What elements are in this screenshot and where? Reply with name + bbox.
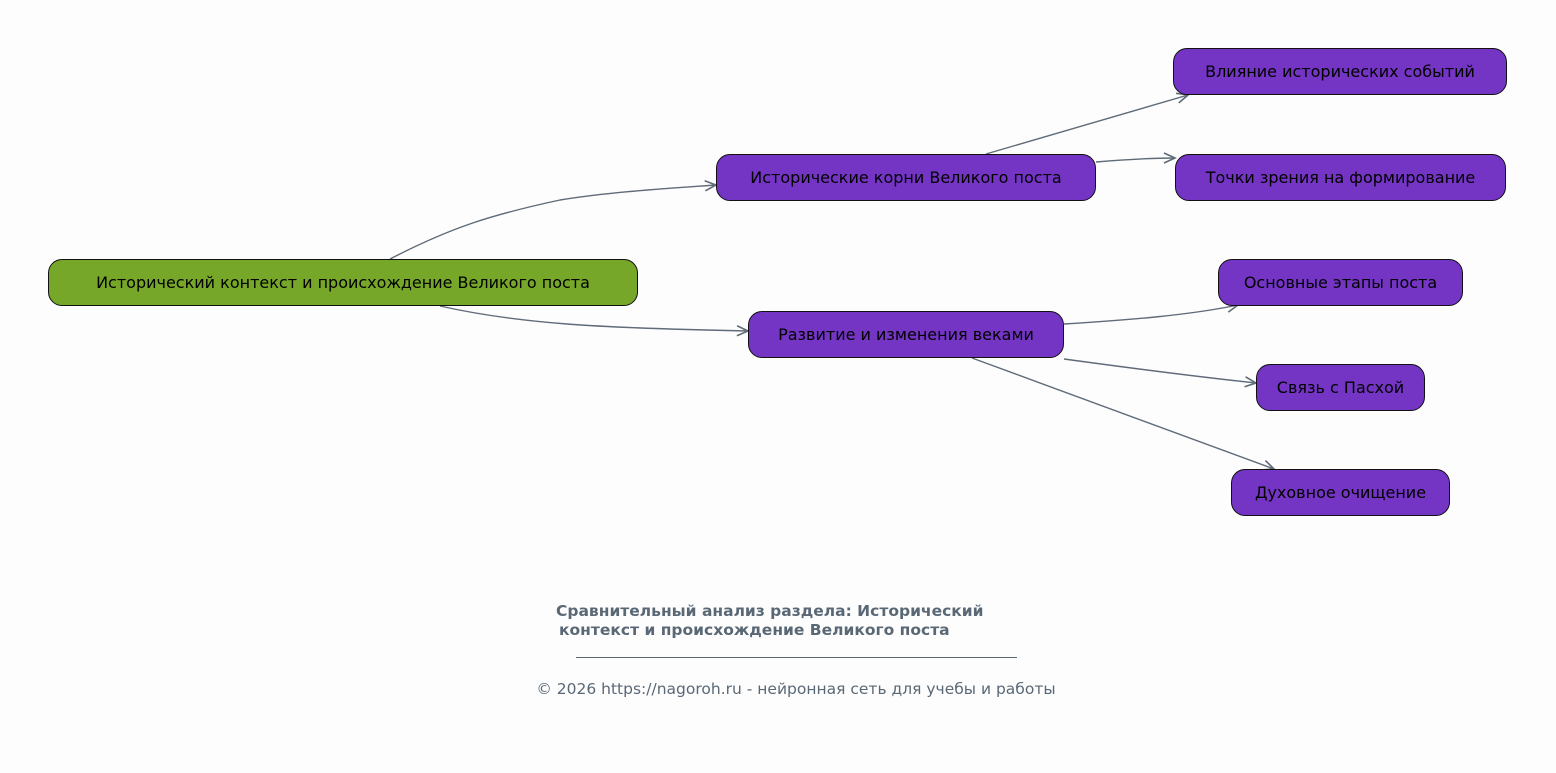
- leaf-node[interactable]: Основные этапы поста: [1218, 259, 1463, 306]
- footer-title-line2: контекст и происхождение Великого поста: [559, 621, 950, 639]
- leaf-label: Влияние исторических событий: [1205, 62, 1475, 81]
- root-node[interactable]: Исторический контекст и происхождение Ве…: [48, 259, 638, 306]
- leaf-node[interactable]: Влияние исторических событий: [1173, 48, 1507, 95]
- edge-branch2-leaf5: [971, 357, 1276, 471]
- leaf-node[interactable]: Точки зрения на формирование: [1175, 154, 1506, 201]
- footer-divider: [576, 657, 1017, 658]
- footer-title: Сравнительный анализ раздела: Историческ…: [556, 602, 984, 640]
- edge-branch2-leaf4: [1063, 358, 1258, 388]
- footer-title-line1: Сравнительный анализ раздела: Историческ…: [556, 602, 984, 620]
- branch-node[interactable]: Развитие и изменения веками: [748, 311, 1064, 358]
- leaf-label: Основные этапы поста: [1243, 273, 1438, 292]
- leaf-label: Связь с Пасхой: [1276, 378, 1405, 397]
- leaf-node[interactable]: Связь с Пасхой: [1256, 364, 1425, 411]
- leaf-node[interactable]: Духовное очищение: [1231, 469, 1450, 516]
- edge-branch2-leaf3: [1063, 301, 1240, 325]
- edge-root-branch1: [389, 180, 718, 260]
- edge-branch1-leaf2: [1095, 152, 1177, 164]
- leaf-label: Точки зрения на формирование: [1205, 168, 1476, 187]
- edge-branch1-leaf1: [985, 92, 1190, 155]
- leaf-label: Духовное очищение: [1254, 483, 1427, 502]
- branch-node[interactable]: Исторические корни Великого поста: [716, 154, 1096, 201]
- copyright-text: © 2026 https://nagoroh.ru - нейронная се…: [536, 680, 1056, 698]
- branch-label: Исторические корни Великого поста: [750, 168, 1062, 187]
- branch-label: Развитие и изменения веками: [778, 325, 1034, 344]
- root-label: Исторический контекст и происхождение Ве…: [96, 273, 590, 292]
- edge-root-branch2: [439, 305, 750, 337]
